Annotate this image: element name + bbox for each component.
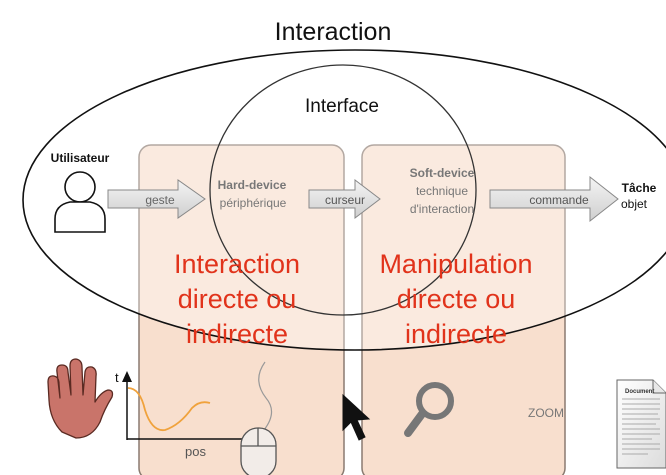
motion-plot: t pos [115, 370, 262, 459]
right-panel-line1: Manipulation [379, 249, 532, 279]
document-title: Document [625, 389, 654, 395]
zoom-label: ZOOM [528, 406, 564, 420]
arrow-curseur-label: curseur [325, 193, 365, 207]
soft-device-title: Soft-device [410, 166, 475, 180]
arrow-commande-label: commande [529, 193, 589, 207]
right-panel-line3: indirecte [405, 319, 507, 349]
arrow-geste-label: geste [145, 193, 175, 207]
user-icon [54, 171, 106, 233]
plot-y-label: t [115, 370, 119, 385]
right-panel [361, 144, 566, 475]
magnifier-icon [404, 382, 454, 437]
interface-label: Interface [305, 96, 379, 117]
hand-icon [47, 358, 114, 439]
left-panel-line2: directe ou [178, 284, 297, 314]
arrow-curseur: curseur [308, 178, 381, 220]
pointer-cursor-icon [342, 393, 371, 441]
hard-device-title: Hard-device [218, 178, 287, 192]
plot-response-curve [127, 387, 211, 432]
left-panel-line1: Interaction [174, 249, 300, 279]
document-icon: Document [616, 379, 666, 469]
task-title: Tâche [622, 181, 657, 195]
arrow-commande: commande [489, 175, 619, 223]
task-subtitle: objet [621, 197, 648, 211]
interaction-title: Interaction [275, 18, 392, 46]
soft-device-line2: d'interaction [410, 202, 474, 216]
left-panel [138, 144, 345, 475]
hard-device-subtitle: périphérique [220, 196, 287, 210]
soft-device-line1: technique [416, 184, 468, 198]
plot-y-arrowhead [122, 371, 132, 382]
right-panel-line2: directe ou [397, 284, 516, 314]
user-label: Utilisateur [51, 151, 110, 165]
left-panel-line3: indirecte [186, 319, 288, 349]
plot-x-label: pos [185, 444, 206, 459]
arrow-geste: geste [107, 179, 206, 219]
mouse-icon [240, 361, 277, 475]
interface-ellipse [209, 64, 477, 316]
